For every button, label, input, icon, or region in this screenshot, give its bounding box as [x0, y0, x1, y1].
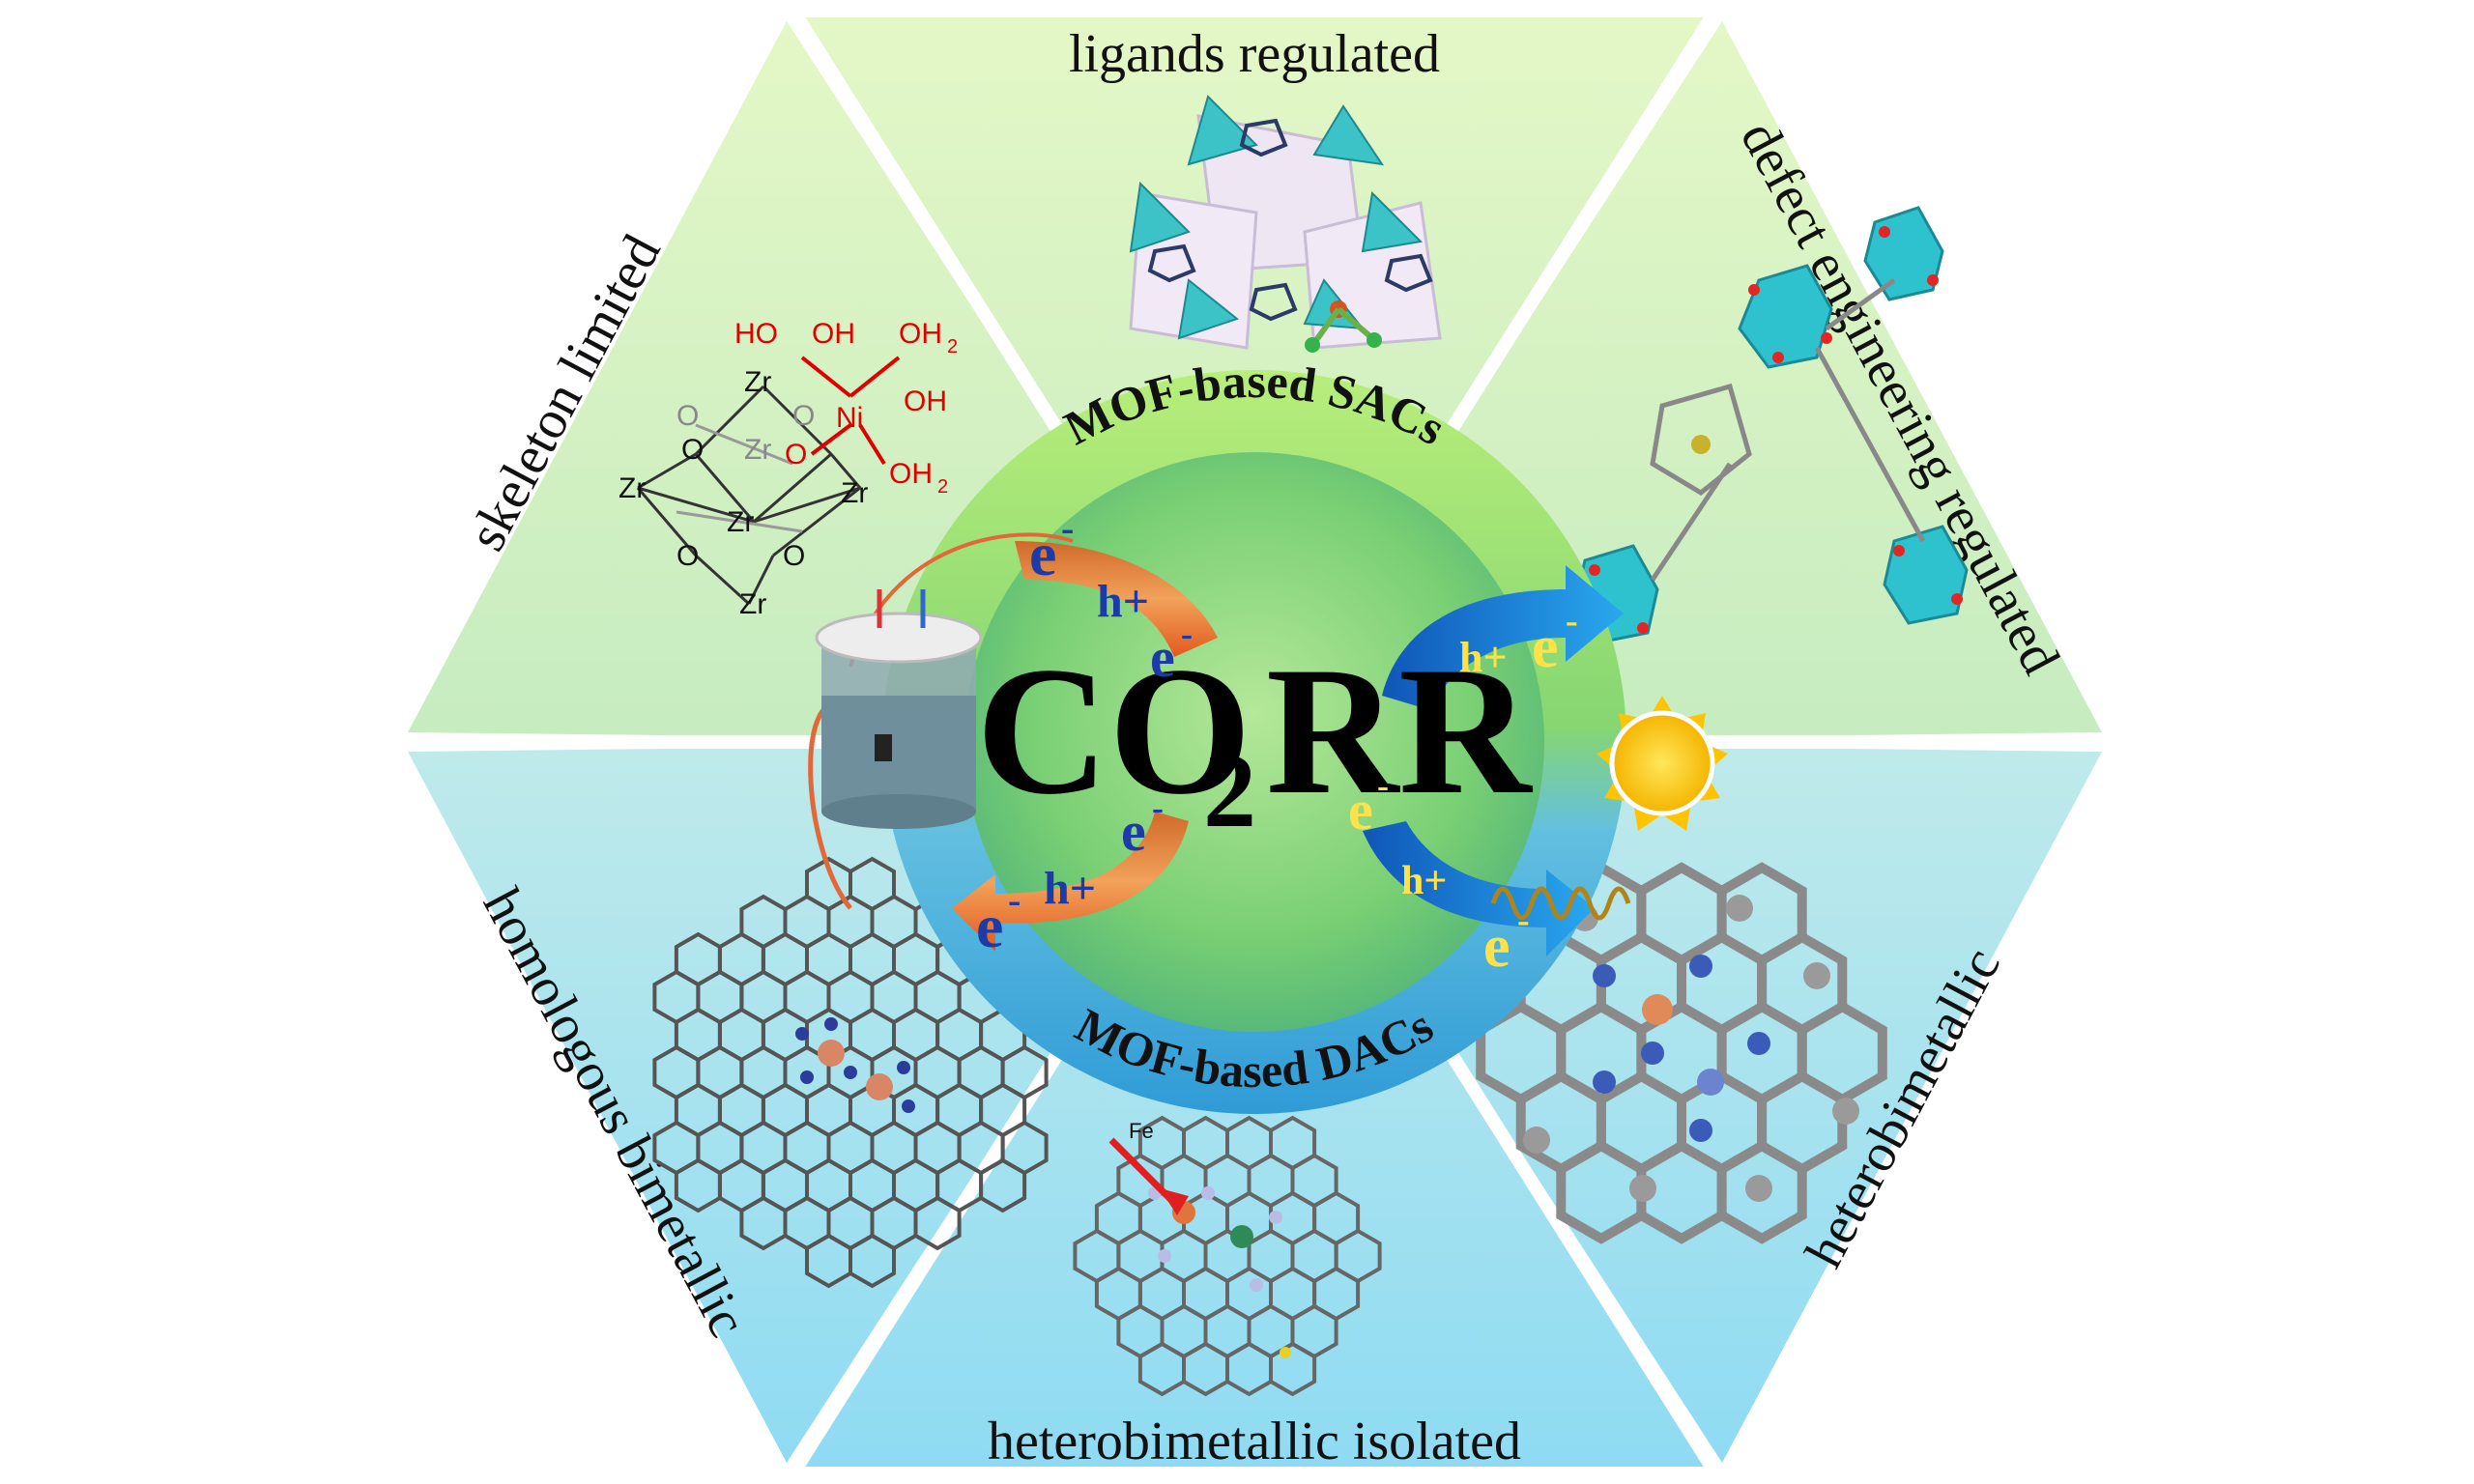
svg-text:e: e: [1532, 614, 1559, 680]
blue-arrow-lower: [1363, 821, 1595, 956]
svg-text:e: e: [1121, 800, 1146, 863]
svg-text:-: -: [1061, 506, 1074, 550]
center-title: CO 2 RR: [976, 630, 1533, 849]
svg-text:-: -: [1566, 601, 1578, 642]
svg-text:-: -: [1008, 878, 1021, 922]
zr-ni-cluster-structure: Zr O Zr Zr Zr Zr O O Zr O O O HO OH OH 2…: [618, 318, 958, 620]
svg-text:Zr: Zr: [744, 434, 771, 466]
svg-text:O: O: [785, 439, 807, 471]
svg-text:RR: RR: [1266, 630, 1533, 833]
svg-text:-: -: [1377, 766, 1389, 805]
svg-text:Zr: Zr: [618, 472, 646, 504]
svg-text:OH: OH: [899, 318, 942, 350]
homologous-bimetallic-lattice: [652, 856, 1049, 1289]
orange-arrow-lower: [952, 812, 1189, 952]
svg-text:O: O: [676, 540, 699, 572]
lattice-cell: [979, 1157, 1027, 1213]
orange-arrow-upper: [1015, 541, 1218, 657]
svg-text:2: 2: [1203, 731, 1256, 849]
label-ligands-regulated: ligands regulated: [1069, 24, 1440, 84]
svg-text:h+: h+: [1044, 863, 1096, 914]
svg-text:h+: h+: [1401, 859, 1447, 903]
svg-text:e: e: [1150, 626, 1175, 689]
label-heterobimetallic-isolated: heterobimetallic isolated: [988, 1412, 1521, 1471]
svg-text:-: -: [1181, 614, 1193, 653]
svg-text:CO: CO: [976, 630, 1251, 833]
svg-text:OH: OH: [812, 318, 855, 350]
mof-cluster-porphyrin-structure: [1573, 206, 1969, 644]
svg-text:OH: OH: [904, 385, 947, 417]
svg-text:Zr: Zr: [744, 366, 771, 398]
svg-text:-: -: [1517, 900, 1530, 941]
svg-text:Zr: Zr: [739, 588, 766, 620]
svg-text:Zr: Zr: [727, 506, 754, 538]
svg-text:h+: h+: [1097, 576, 1149, 627]
svg-text:Zr: Zr: [841, 477, 868, 509]
svg-text:2: 2: [937, 476, 948, 498]
lattice-cell: [913, 1195, 962, 1251]
svg-text:2: 2: [947, 336, 958, 357]
photo-carriers: h+ e - e - h+ e -: [1348, 601, 1578, 980]
ligand-structure-illustration: [1129, 95, 1442, 353]
svg-text:e: e: [976, 892, 1003, 960]
svg-text:O: O: [676, 400, 699, 432]
svg-text:Ni: Ni: [836, 402, 863, 434]
svg-text:h+: h+: [1459, 634, 1508, 681]
lattice-cell: [1269, 1341, 1317, 1397]
sun-icon: [1597, 696, 1728, 831]
svg-text:-: -: [1152, 788, 1164, 827]
svg-text:OH: OH: [889, 458, 933, 490]
electrochemical-cell: [808, 532, 1074, 910]
svg-text:e: e: [1029, 520, 1056, 588]
lattice-cell: [1716, 1140, 1807, 1244]
svg-text:HO: HO: [734, 318, 778, 350]
heterobimetallic-isolated-lattice: Fe: [1073, 1115, 1382, 1397]
svg-text:e: e: [1348, 779, 1373, 842]
svg-text:e: e: [1483, 914, 1510, 980]
electrochem-carriers: e - h+ e - e - h+ e -: [976, 506, 1193, 960]
svg-text:O: O: [681, 434, 704, 466]
lattice-cell: [849, 1233, 896, 1289]
light-wave: [1490, 886, 1631, 921]
svg-text:Fe: Fe: [1129, 1119, 1154, 1143]
blue-arrow-upper: [1382, 565, 1624, 710]
svg-text:O: O: [792, 400, 815, 432]
svg-text:O: O: [783, 540, 805, 572]
